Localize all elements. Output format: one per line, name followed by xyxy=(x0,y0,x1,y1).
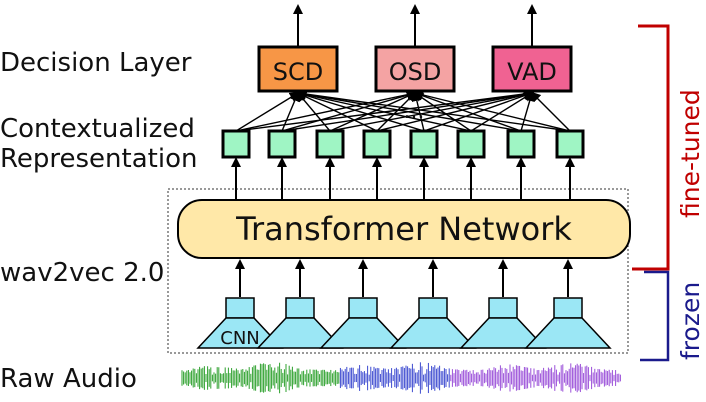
transformer-network-box xyxy=(177,199,631,259)
dense-connection-8-3 xyxy=(530,91,571,132)
decision-box-label-osd: OSD xyxy=(389,58,442,86)
frozen-bracket xyxy=(640,270,670,362)
dense-connection-1-2 xyxy=(235,89,417,132)
cnn-label: CNN xyxy=(220,328,260,349)
dense-connection-7-1 xyxy=(296,89,522,132)
cnn-block-top xyxy=(553,297,583,319)
fine-tuned-bracket xyxy=(632,24,670,271)
wav2vec-label: wav2vec 2.0 xyxy=(0,258,165,288)
contextualized-label-line2: Representation xyxy=(0,144,198,174)
ellipsis: ... xyxy=(404,99,425,124)
decision-box-vad xyxy=(491,45,573,93)
context-node-8 xyxy=(555,129,585,159)
cnn-block-trapezoid xyxy=(389,317,477,349)
context-node-1 xyxy=(221,129,251,159)
dense-connection-7-2 xyxy=(413,90,522,132)
dense-connection-2-2 xyxy=(281,90,417,132)
dense-connection-5-1 xyxy=(296,90,425,132)
dense-connection-2-1 xyxy=(281,91,300,132)
cnn-block-2 xyxy=(256,297,344,349)
decision-box-osd xyxy=(374,45,456,93)
cnn-block-6 xyxy=(524,297,612,349)
cnn-block-top xyxy=(285,297,315,319)
cnn-block-top xyxy=(348,297,378,319)
decision-box-label-scd: SCD xyxy=(273,58,323,86)
contextualized-label-line1: Contextualized xyxy=(0,114,195,144)
raw-audio-label: Raw Audio xyxy=(0,364,137,394)
dense-connection-4-2 xyxy=(376,91,417,132)
context-node-3 xyxy=(315,129,345,159)
cnn-block-trapezoid xyxy=(524,317,612,349)
cnn-block-top xyxy=(418,297,448,319)
dense-connection-6-1 xyxy=(296,89,472,132)
dense-connection-1-1 xyxy=(235,91,300,132)
cnn-block-top xyxy=(488,297,518,319)
dense-connection-6-2 xyxy=(413,91,472,132)
decision-box-label-vad: VAD xyxy=(507,58,557,86)
context-node-7 xyxy=(506,129,536,159)
dense-connection-3-2 xyxy=(329,91,417,132)
wav2vec-enclosure xyxy=(167,188,629,354)
dense-connection-8-1 xyxy=(296,89,571,132)
context-node-5 xyxy=(409,129,439,159)
cnn-block-1 xyxy=(196,297,284,349)
dense-connection-8-2 xyxy=(413,90,571,132)
cnn-block-trapezoid xyxy=(319,317,407,349)
cnn-block-3 xyxy=(319,297,407,349)
cnn-block-top xyxy=(225,297,255,319)
fine-tuned-label: fine-tuned xyxy=(676,89,705,218)
transformer-network-label: Transformer Network xyxy=(235,210,572,248)
context-node-6 xyxy=(456,129,486,159)
context-node-2 xyxy=(267,129,297,159)
cnn-block-4 xyxy=(389,297,477,349)
decision-box-scd xyxy=(257,45,339,93)
dense-connection-4-3 xyxy=(376,90,534,132)
decision-layer-label: Decision Layer xyxy=(0,48,192,78)
context-node-4 xyxy=(362,129,392,159)
frozen-label: frozen xyxy=(676,281,705,360)
dense-connection-4-1 xyxy=(296,91,378,132)
